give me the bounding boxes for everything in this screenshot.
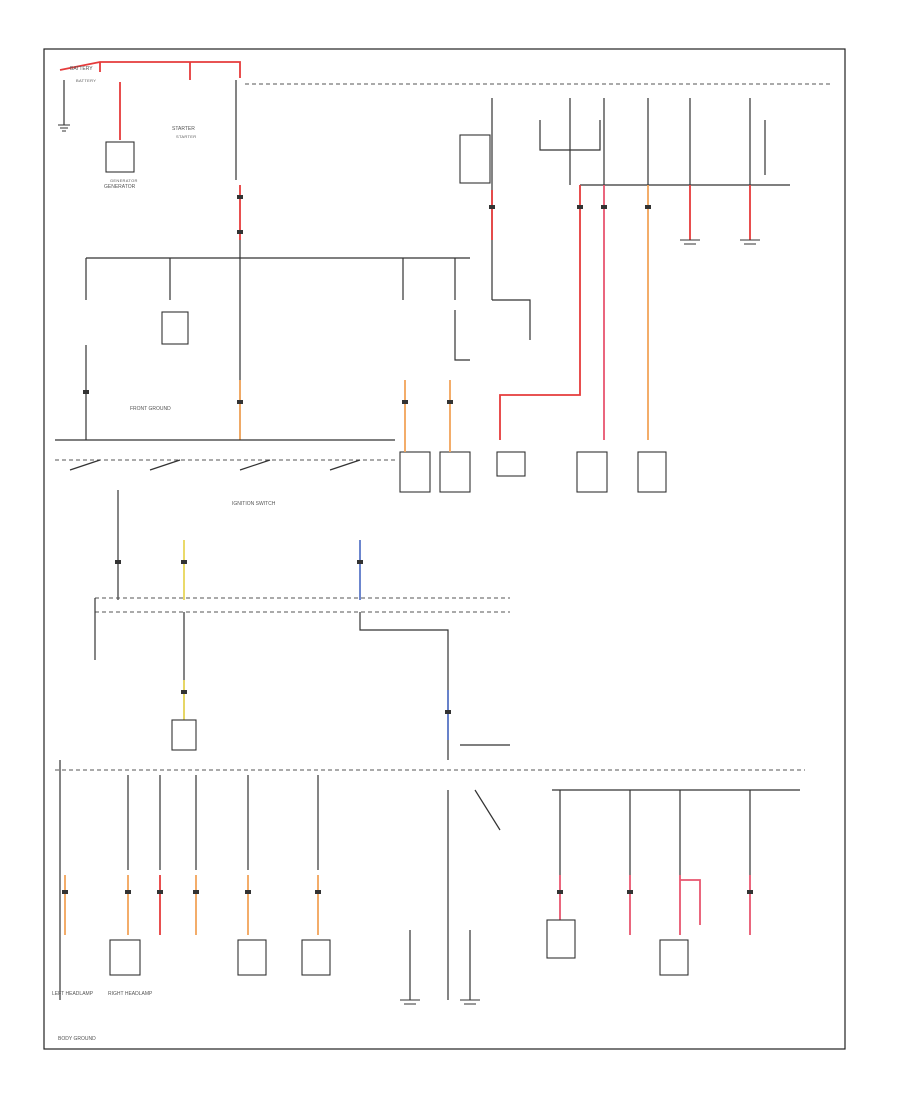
label-ignition-switch: IGNITION SWITCH [232,501,276,507]
label-generator: GENERATOR [104,184,136,190]
label-body-ground: BODY GROUND [58,1036,96,1042]
label-right-headlamp: RIGHT HEADLAMP [108,991,153,997]
connector-terminals [62,195,753,894]
relay-bus [55,380,667,493]
svg-text:STARTER: STARTER [176,134,196,139]
main-feed [85,185,470,440]
label-left-headlamp: LEFT HEADLAMP [52,991,94,997]
battery-generator-section: BATTERY GENERATOR STARTER [58,61,830,183]
label-front-ground: FRONT GROUND [130,406,171,412]
lower-feeds [94,490,510,760]
left-headlamp-box [109,939,141,976]
label-starter: STARTER [172,126,195,132]
diagram-frame [43,48,846,1050]
svg-text:BATTERY: BATTERY [76,78,96,83]
generator-box [105,141,135,173]
bottom-loads [55,760,805,1005]
svg-text:GENERATOR: GENERATOR [110,178,138,183]
diagram-labels: FRONT GROUND BODY GROUND LEFT HEADLAMP R… [52,66,276,1042]
label-battery: BATTERY [70,66,93,72]
upper-right-fuses [459,98,790,440]
